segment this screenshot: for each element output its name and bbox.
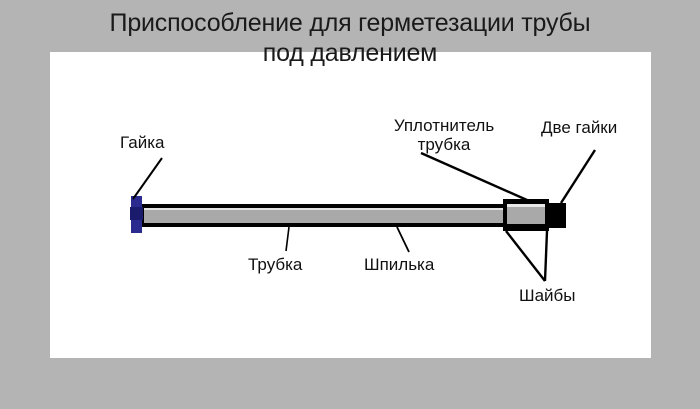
drawing-panel [50,52,651,358]
page-title: Приспособление для герметезации трубы по… [109,9,591,67]
label-tube: Трубка [248,255,303,274]
label-nut-left: Гайка [120,133,165,152]
label-seal-tube: Уплотнитель трубка [393,116,495,154]
label-stud: Шпилька [364,255,435,274]
label-two-nuts: Две гайки [541,118,618,137]
label-washers: Шайбы [519,286,576,305]
